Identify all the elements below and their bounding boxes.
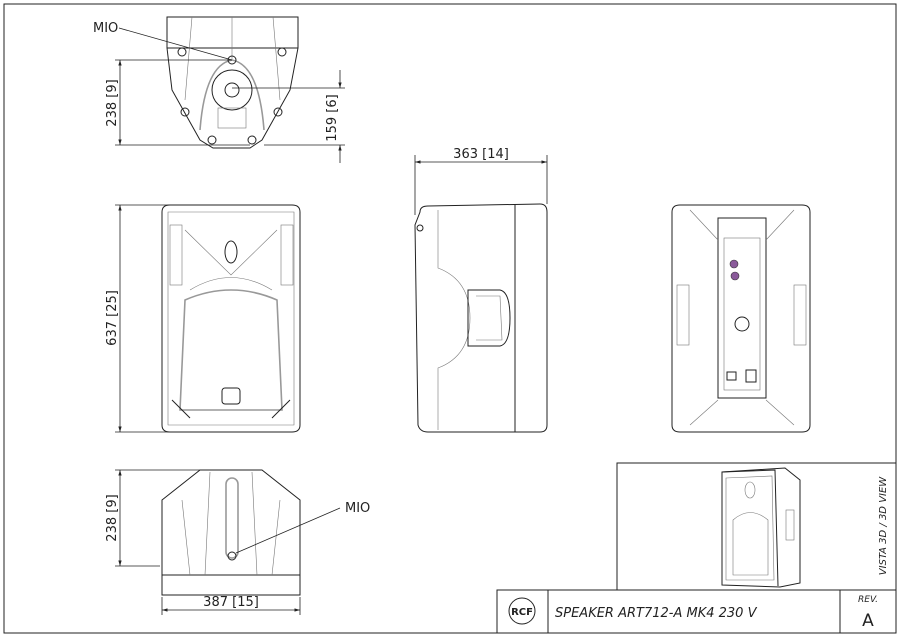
speaker-top-view (166, 16, 299, 149)
side-depth-dimension: 363 [14] (453, 147, 509, 162)
bottom-dimensions (115, 469, 341, 615)
side-dimensions (414, 155, 548, 215)
bottom-width-dimension: 387 [15] (203, 595, 259, 610)
svg-text:RCF: RCF (511, 607, 533, 618)
speaker-rear-view (671, 204, 811, 433)
rev-label: REV. (858, 595, 878, 605)
bottom-height-dimension: 238 [9] (105, 494, 120, 541)
rcf-logo (508, 597, 536, 625)
top-height-dimension: 238 [9] (105, 79, 120, 126)
speaker-3d-view (721, 467, 801, 588)
top-mount-dimension: 159 [6] (325, 94, 340, 141)
speaker-bottom-view (161, 469, 301, 596)
drawing-frame (3, 3, 897, 634)
bottom-mio-label: MIO (345, 501, 370, 516)
top-dimensions (115, 27, 345, 163)
speaker-side-view (414, 203, 548, 433)
drawing-title: SPEAKER ART712-A MK4 230 V (555, 606, 758, 621)
view-3d-box (616, 462, 897, 591)
front-height-dimension: 637 [25] (105, 290, 120, 346)
front-dimensions (115, 204, 170, 433)
top-mio-label: MIO (93, 21, 118, 36)
speaker-front-view (161, 204, 301, 433)
title-block: RCF (496, 589, 897, 634)
rev-value: A (862, 611, 874, 631)
view-3d-label: VISTA 3D / 3D VIEW (878, 476, 889, 575)
